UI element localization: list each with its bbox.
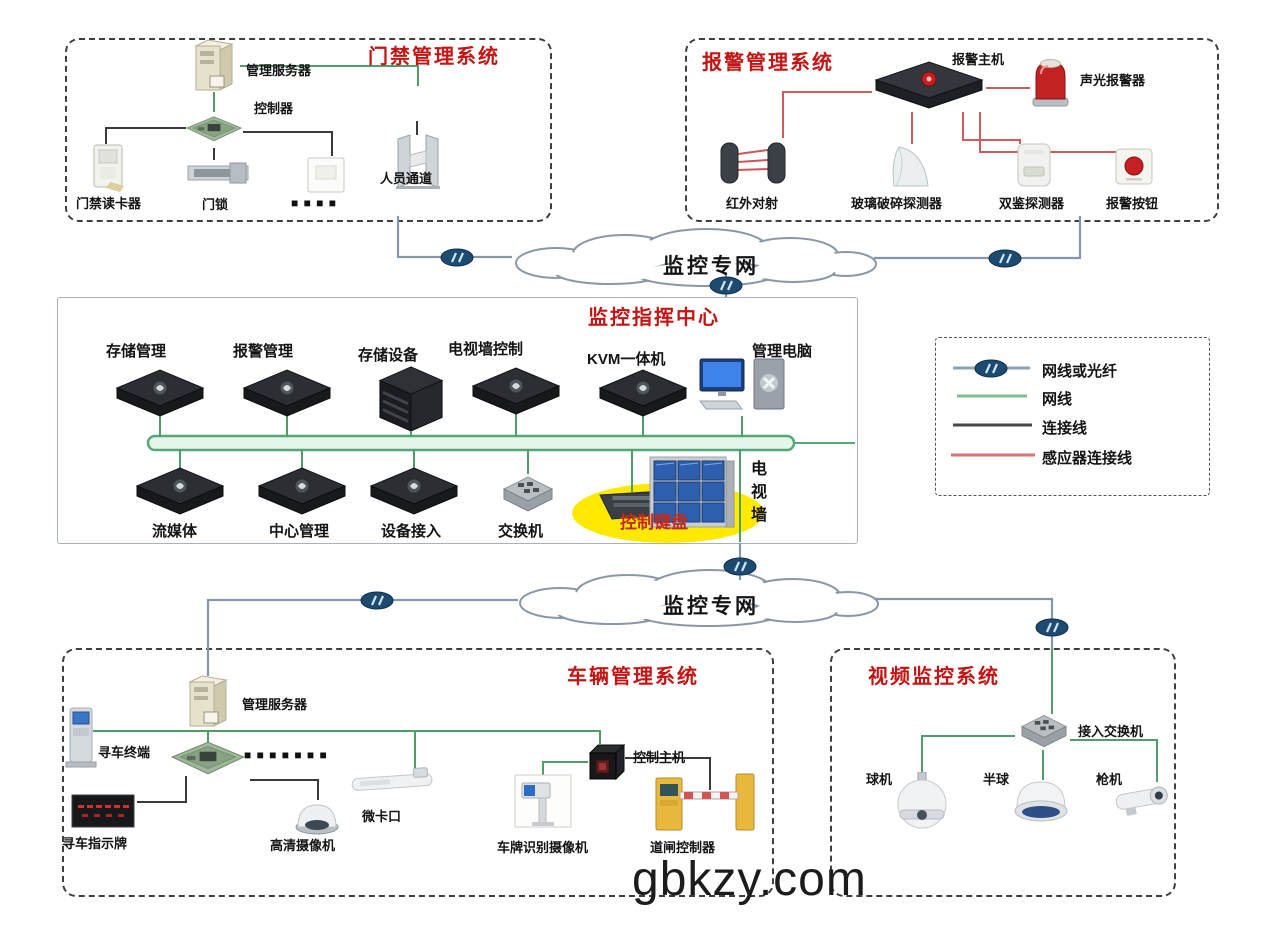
door-lock-icon [186, 158, 250, 190]
pir-detector-icon [1008, 140, 1060, 190]
access-controller-label: 控制器 [254, 101, 294, 116]
core-switch-icon [498, 470, 558, 520]
storage-mgmt-server-icon [115, 368, 205, 420]
ir-beam-icon [716, 136, 791, 188]
alarm-system-box [685, 38, 1219, 222]
siren-label: 声光报警器 [1080, 73, 1146, 88]
watermark-text: gbkzy.com [632, 853, 867, 906]
car-finder-kiosk-icon [62, 704, 100, 768]
video-system-box [830, 648, 1176, 897]
device-access-server-icon [369, 466, 459, 518]
link-wires [105, 121, 711, 803]
card-reader-label: 门禁读卡器 [76, 196, 142, 211]
lan-wires [93, 65, 1158, 782]
ptz-dome-icon [894, 772, 950, 830]
hd-camera-icon [294, 799, 340, 835]
command-center-title: 监控指挥中心 [588, 307, 720, 329]
legend-box [935, 337, 1210, 496]
storage-device-label: 存储设备 [358, 347, 419, 364]
legend-lines [951, 366, 1035, 457]
kvm-label: KVM一体机 [587, 351, 666, 368]
mgmt-pc-label: 管理电脑 [752, 343, 813, 360]
exit-button-icon [304, 154, 348, 196]
siren-icon [1028, 54, 1073, 109]
checkpoint-bar-icon [350, 767, 436, 795]
tvwall-control-server-icon [471, 366, 561, 418]
alarm-host-label: 报警主机 [952, 52, 1005, 67]
stream-media-label: 流媒体 [152, 523, 198, 540]
video-wall-label: 电视墙 [748, 460, 765, 529]
command-center-box [57, 297, 858, 544]
legend-sensor-label: 感应器连接线 [1042, 450, 1133, 467]
pir-detector-label: 双鉴探测器 [999, 196, 1065, 211]
center-mgmt-server-icon [257, 466, 347, 518]
core-switch-label: 交换机 [498, 523, 544, 540]
alarm-mgmt-label: 报警管理 [233, 343, 294, 360]
access-controller-icon [182, 108, 246, 148]
access-server-icon [186, 36, 242, 94]
hd-camera-label: 高清摄像机 [270, 838, 336, 853]
half-dome-label: 半球 [983, 772, 1010, 787]
device-access-label: 设备接入 [381, 523, 442, 540]
alarm-button-label: 报警按钮 [1106, 196, 1159, 211]
access-server-label: 管理服务器 [246, 63, 312, 78]
half-dome-icon [1013, 778, 1069, 826]
alarm-button-icon [1110, 144, 1158, 190]
parking-blocks-label: ■ ■ ■ ■ ■ ■ ■ [244, 748, 328, 762]
glass-detector-label: 玻璃破碎探测器 [851, 196, 943, 211]
video-title: 视频监控系统 [868, 666, 1000, 688]
access-switch-label: 接入交换机 [1078, 724, 1144, 739]
control-host-label: 控制主机 [633, 750, 686, 765]
mgmt-pc-icon [698, 353, 793, 418]
legend-link-label: 连接线 [1042, 420, 1088, 437]
center-mgmt-label: 中心管理 [269, 523, 330, 540]
stream-media-server-icon [135, 466, 225, 518]
top-cloud-label: 监控专网 [663, 255, 759, 278]
vehicle-system-box [62, 648, 774, 897]
vehicle-server-icon [180, 672, 236, 730]
parking-controller-icon [166, 736, 250, 778]
car-finder-kiosk-label: 寻车终端 [98, 745, 151, 760]
control-keyboard-label: 控制键盘 [620, 513, 688, 532]
vehicle-server-label: 管理服务器 [242, 697, 308, 712]
bottom-cloud-label: 监控专网 [663, 595, 759, 618]
network-bus [146, 434, 796, 452]
access-system-box [65, 38, 552, 222]
alarm-title: 报警管理系统 [702, 52, 834, 74]
led-sign-icon [70, 793, 136, 831]
ir-beam-label: 红外对射 [726, 196, 779, 211]
tvwall-control-label: 电视墙控制 [448, 341, 524, 358]
access-title: 门禁管理系统 [368, 46, 500, 68]
turnstile-label: 人员通道 [380, 171, 433, 186]
checkpoint-bar-label: 微卡口 [362, 809, 402, 824]
vehicle-title: 车辆管理系统 [567, 666, 699, 688]
barrier-gate-label: 道闸控制器 [650, 840, 716, 855]
storage-device-icon [371, 363, 451, 431]
kvm-server-icon [598, 368, 688, 420]
legend-lan-label: 网线 [1042, 391, 1073, 408]
plate-camera-label: 车牌识别摄像机 [497, 840, 589, 855]
barrier-gate-icon [652, 770, 768, 834]
control-host-icon [586, 743, 626, 783]
glass-detector-icon [884, 142, 936, 192]
exit-button-label: ■ ■ ■ ■ [291, 196, 337, 210]
alarm-mgmt-server-icon [242, 368, 332, 420]
plate-camera-icon [514, 774, 572, 832]
legend-fiber-label: 网线或光纤 [1042, 363, 1118, 380]
storage-mgmt-label: 存储管理 [106, 343, 167, 360]
card-reader-icon [90, 142, 126, 192]
access-switch-icon [1014, 710, 1074, 754]
ptz-dome-label: 球机 [866, 772, 893, 787]
door-lock-label: 门锁 [202, 197, 229, 212]
led-sign-label: 寻车指示牌 [62, 836, 128, 851]
bullet-camera-label: 枪机 [1096, 772, 1123, 787]
